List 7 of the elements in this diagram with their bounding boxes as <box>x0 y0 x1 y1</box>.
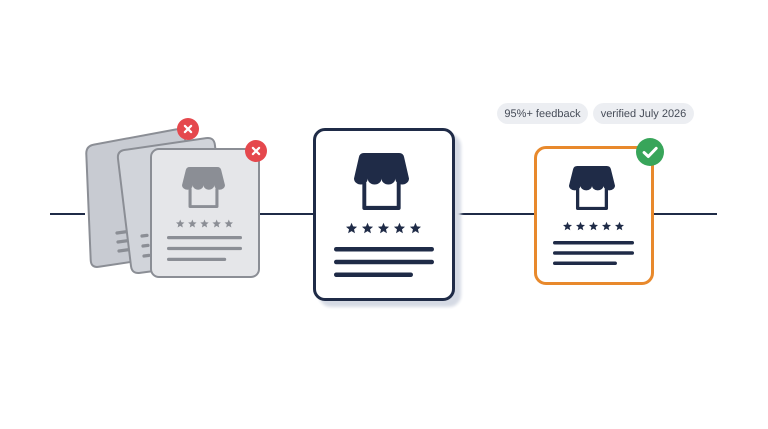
connector-line <box>455 213 534 215</box>
listing-card <box>313 128 455 301</box>
connector-line <box>260 213 313 215</box>
tag: 95%+ feedback <box>497 103 588 124</box>
tag: verified July 2026 <box>593 103 694 124</box>
connector-line <box>654 213 717 215</box>
connector-line <box>50 213 85 215</box>
